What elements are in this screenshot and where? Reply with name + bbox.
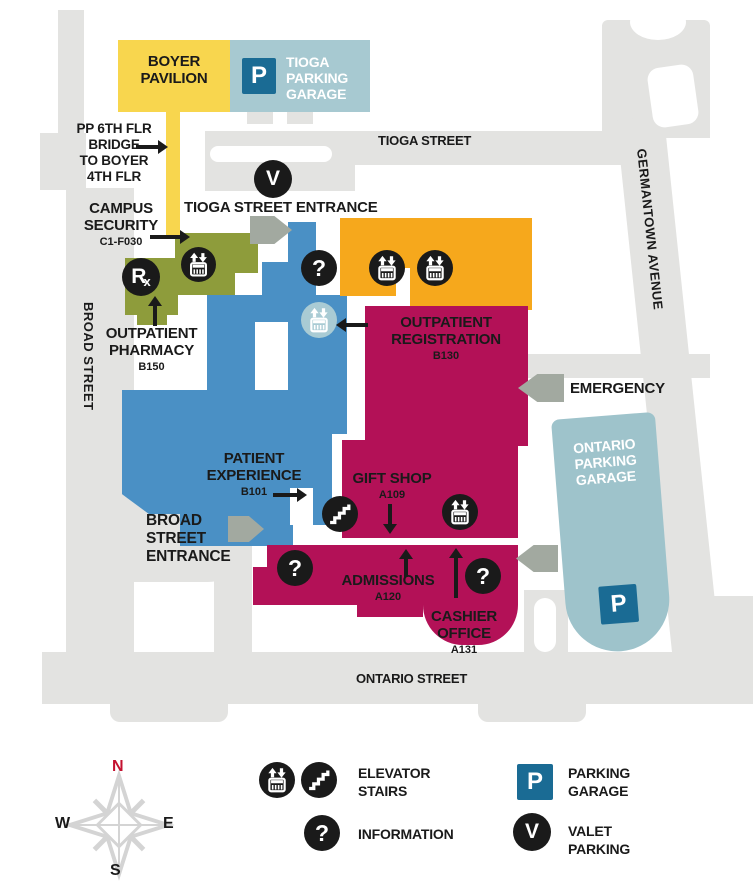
garage-pier	[247, 112, 273, 124]
gift-shop-label: GIFT SHOP A109	[352, 470, 432, 502]
information-icon: ?	[301, 250, 337, 286]
bridge-arrow	[136, 140, 168, 154]
ontario-street-label: ONTARIO STREET	[356, 671, 468, 686]
legend-information-label: INFORMATION	[358, 826, 454, 842]
hospital-magenta-wing	[365, 306, 528, 446]
tioga-garage-label: TIOGA PARKING GARAGE	[286, 54, 349, 102]
ontario-garage-label: ONTARIO PARKING GARAGE	[572, 435, 638, 489]
ontario-entrance-arrow-icon	[516, 545, 558, 572]
hospital-blue-wing	[290, 390, 332, 488]
parking-icon: P	[517, 764, 553, 800]
tioga-street-label: TIOGA STREET	[378, 133, 472, 148]
information-icon: ?	[465, 558, 501, 594]
broad-street-top-segment	[58, 10, 84, 136]
admissions-wing	[357, 605, 423, 617]
experience-arrow	[273, 488, 307, 502]
valet-parking-icon: V	[513, 813, 551, 851]
compass-west-label: W	[55, 815, 70, 832]
parking-icon: P	[598, 583, 640, 625]
registration-arrow	[336, 318, 368, 332]
elevator-icon	[259, 762, 295, 798]
information-icon: ?	[304, 815, 340, 851]
plaza-driveway	[214, 540, 252, 660]
elevator-icon	[417, 250, 453, 286]
tioga-entrance-arrow-icon	[250, 216, 292, 244]
broad-entrance-label: BROAD STREET ENTRANCE	[146, 512, 231, 565]
compass-south-label: S	[110, 862, 121, 879]
stairs-icon	[301, 762, 337, 798]
cashier-arrow	[449, 548, 463, 598]
giftshop-arrow	[383, 504, 397, 534]
elevator-icon	[442, 494, 478, 530]
hospital-blue-wing	[265, 525, 293, 546]
tioga-street-median	[210, 146, 332, 162]
admissions-arrow	[399, 549, 413, 577]
compass-rose-icon	[63, 769, 175, 881]
hospital-magenta-wing	[342, 440, 518, 538]
emergency-label: EMERGENCY	[570, 380, 665, 397]
admissions-wing	[253, 567, 269, 605]
elevator-icon	[369, 250, 405, 286]
garage-pier	[287, 112, 313, 124]
ontario-south-stub-west	[110, 704, 228, 722]
tioga-entrance-label: TIOGA STREET ENTRANCE	[184, 199, 378, 216]
junction-island	[646, 63, 700, 129]
valet-parking-icon: V	[254, 160, 292, 198]
broad-street-label: BROAD STREET	[81, 302, 96, 411]
ontario-street-segment	[42, 652, 753, 704]
compass-north-label: N	[112, 758, 124, 775]
junction-notch	[630, 4, 686, 40]
ontario-south-stub-east	[478, 704, 586, 722]
pharmacy-arrow	[148, 296, 162, 326]
garage-driveway-median	[534, 598, 556, 652]
parking-icon: P	[242, 58, 276, 94]
compass-east-label: E	[163, 815, 174, 832]
campus-security-arrow	[150, 230, 190, 244]
hospital-blue-wing	[207, 295, 255, 395]
admissions-label: ADMISSIONS A120	[341, 572, 435, 604]
tioga-street-west-segment	[40, 133, 86, 190]
ontario-parking-garage-building: ONTARIO PARKING GARAGE P	[551, 411, 674, 656]
southeast-corner-block	[688, 596, 753, 704]
boyer-pavilion-building	[118, 40, 230, 112]
campus-security-building	[137, 305, 167, 325]
information-icon: ?	[277, 550, 313, 586]
boyer-bridge-stem	[166, 112, 180, 236]
elevator-icon	[301, 302, 337, 338]
elevator-icon	[181, 247, 216, 282]
